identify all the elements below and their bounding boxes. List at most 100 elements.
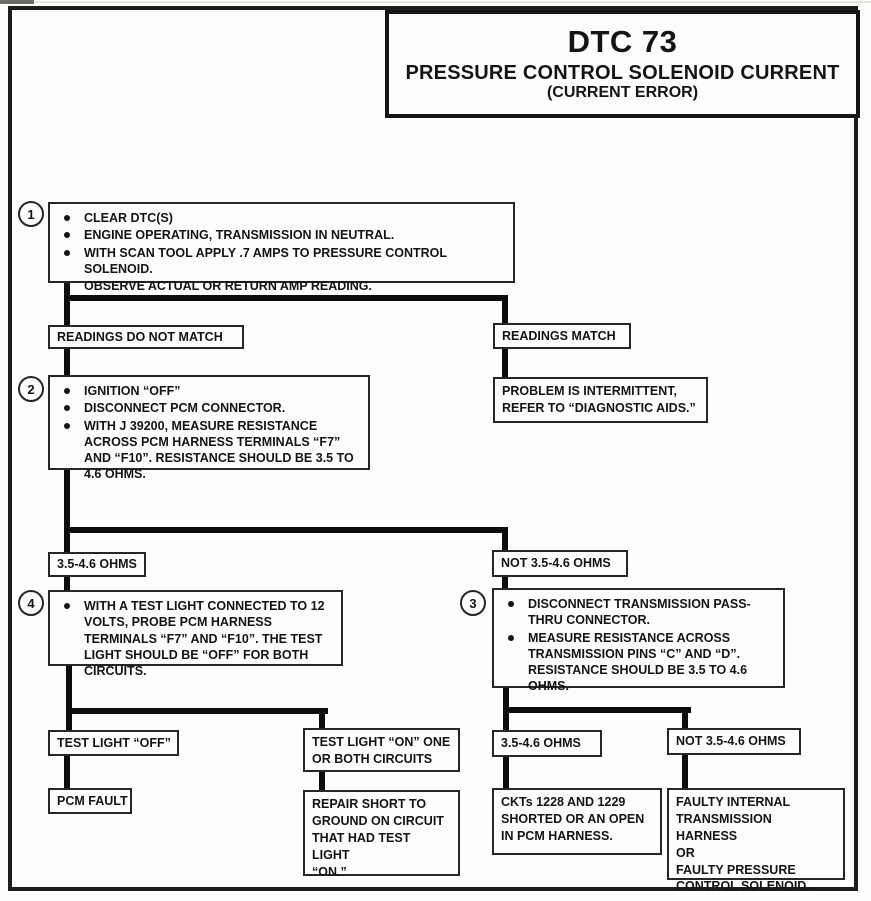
step-number-3: 3 [460,590,486,616]
result-text-line: CONTROL SOLENOID. [676,879,810,894]
result-text-line: REPAIR SHORT TO [312,797,427,811]
checklist-item-text: DISCONNECT PCM CONNECTOR. [84,401,286,416]
branch-label-line: OR BOTH CIRCUITS [312,751,433,766]
branch-ohms-not-in-range: NOT 3.5-4.6 OHMS [492,550,628,577]
checklist-item: OBSERVE ACTUAL OR RETURN AMP READING. [60,278,507,294]
connector-ohms-step4 [64,577,70,590]
checklist-item: MEASURE RESISTANCE ACROSS TRANSMISSION P… [504,630,777,695]
bullet-icon [64,232,70,239]
connector-step4-right [319,708,325,728]
connector-notohms2-faulty [682,755,688,788]
connector-step1-horizontal [64,295,508,301]
branch-label-line: TEST LIGHT “ON” ONE [312,735,451,749]
checklist-item-text: MEASURE RESISTANCE ACROSS TRANSMISSION P… [528,630,748,694]
step-number-4: 4 [18,590,44,616]
result-text-line: CKTs 1228 AND 1229 [501,795,626,809]
branch-readings-match: READINGS MATCH [493,323,631,349]
result-repair-short-box: REPAIR SHORT TO GROUND ON CIRCUIT THAT H… [303,790,460,879]
step2-checklist: IGNITION “OFF” DISCONNECT PCM CONNECTOR.… [60,383,362,483]
step-number-2: 2 [18,376,44,402]
page-title: PRESSURE CONTROL SOLENOID CURRENT [405,62,840,85]
connector-step3-right [682,707,688,728]
page-subtitle: (CURRENT ERROR) [546,84,699,102]
checklist-item-text: WITH SCAN TOOL APPLY .7 AMPS TO PRESSURE… [84,245,447,276]
step2-box: IGNITION “OFF” DISCONNECT PCM CONNECTOR.… [48,375,370,481]
result-text-line: FAULTY INTERNAL [676,795,791,809]
bullet-icon [508,634,514,641]
branch-ohms-in-range: 3.5-4.6 OHMS [48,552,146,577]
result-text-line: OR [676,845,695,860]
bullet-icon [64,215,70,221]
checklist-item-text: OBSERVE ACTUAL OR RETURN AMP READING. [84,279,372,293]
connector-step3-horizontal [503,707,691,713]
checklist-item: CLEAR DTC(S) [60,210,507,226]
branch-label: NOT 3.5-4.6 OHMS [676,734,786,749]
checklist-item: DISCONNECT PCM CONNECTOR. [60,400,362,416]
branch-ohms-in-range-2: 3.5-4.6 OHMS [492,730,602,757]
step-number-4-label: 4 [27,595,35,611]
checklist-item-text: WITH A TEST LIGHT CONNECTED TO 12 VOLTS,… [84,599,325,678]
title-box: DTC 73 PRESSURE CONTROL SOLENOID CURRENT… [385,10,860,118]
branch-ohms-not-in-range-2: NOT 3.5-4.6 OHMS [667,728,801,755]
checklist-item: ENGINE OPERATING, TRANSMISSION IN NEUTRA… [60,227,507,243]
step1-checklist: CLEAR DTC(S) ENGINE OPERATING, TRANSMISS… [60,210,507,294]
bullet-icon [64,249,70,256]
step-number-3-label: 3 [469,595,477,611]
result-text-line: IN PCM HARNESS. [501,828,613,843]
connector-step2-right [502,527,508,550]
connector-step4-horizontal [66,708,328,714]
step4-checklist: WITH A TEST LIGHT CONNECTED TO 12 VOLTS,… [60,598,335,679]
checklist-item: IGNITION “OFF” [60,383,362,399]
checklist-item-text: WITH J 39200, MEASURE RESISTANCE ACROSS … [84,418,354,482]
page-border [8,6,858,891]
result-text: PCM FAULT [57,793,128,808]
checklist-item: DISCONNECT TRANSMISSION PASS-THRU CONNEC… [504,596,777,629]
connector-step1-right [502,295,508,325]
checklist-item-text: DISCONNECT TRANSMISSION PASS-THRU CONNEC… [528,597,751,628]
connector-step4-left [66,666,72,730]
connector-nomatch-step2 [64,349,70,375]
step-number-1-label: 1 [27,206,35,222]
result-text-line: REFER TO “DIAGNOSTIC AIDS.” [502,400,696,415]
checklist-item: WITH A TEST LIGHT CONNECTED TO 12 VOLTS,… [60,598,335,679]
scan-artifact-hairline [0,1,871,3]
result-text-line: THAT HAD TEST LIGHT [312,830,411,862]
step-number-1: 1 [18,201,44,227]
checklist-item-text: IGNITION “OFF” [84,384,181,398]
connector-notohms-step3 [502,577,508,588]
step-number-2-label: 2 [27,381,35,397]
connector-teston-repair [319,772,325,790]
checklist-item-text: ENGINE OPERATING, TRANSMISSION IN NEUTRA… [84,228,395,243]
bullet-icon [64,603,70,609]
step4-box: WITH A TEST LIGHT CONNECTED TO 12 VOLTS,… [48,590,343,678]
result-text-line: GROUND ON CIRCUIT [312,813,444,828]
branch-label: TEST LIGHT “OFF” [57,735,171,750]
checklist-item: WITH J 39200, MEASURE RESISTANCE ACROSS … [60,418,362,483]
result-intermittent-box: PROBLEM IS INTERMITTENT, REFER TO “DIAGN… [493,377,708,423]
bullet-icon [64,283,70,289]
result-pcm-fault-box: PCM FAULT [48,788,132,814]
bullet-icon [64,388,70,394]
branch-label: READINGS MATCH [502,328,616,343]
dtc-code: DTC 73 [567,23,678,59]
branch-label: NOT 3.5-4.6 OHMS [501,556,611,571]
step3-box: DISCONNECT TRANSMISSION PASS-THRU CONNEC… [492,588,785,693]
branch-test-light-on: TEST LIGHT “ON” ONE OR BOTH CIRCUITS [303,728,460,772]
connector-step2-left [64,470,70,552]
connector-ohms2-ckts [503,757,509,788]
result-text-line: FAULTY PRESSURE [676,862,796,877]
branch-label: 3.5-4.6 OHMS [57,557,137,572]
bullet-icon [508,601,514,607]
result-faulty-solenoid-box: FAULTY INTERNAL TRANSMISSION HARNESS OR … [667,788,845,893]
result-text-line: SHORTED OR AN OPEN [501,811,645,826]
checklist-item: WITH SCAN TOOL APPLY .7 AMPS TO PRESSURE… [60,245,507,278]
step3-checklist: DISCONNECT TRANSMISSION PASS-THRU CONNEC… [504,596,777,695]
scan-artifact-mark [0,0,34,4]
branch-test-light-off: TEST LIGHT “OFF” [48,730,179,756]
connector-match-intermittent [502,349,508,377]
bullet-icon [64,405,70,412]
result-ckts-box: CKTs 1228 AND 1229 SHORTED OR AN OPEN IN… [492,788,662,855]
connector-testoff-pcmfault [64,756,70,788]
step1-box: CLEAR DTC(S) ENGINE OPERATING, TRANSMISS… [48,202,515,293]
